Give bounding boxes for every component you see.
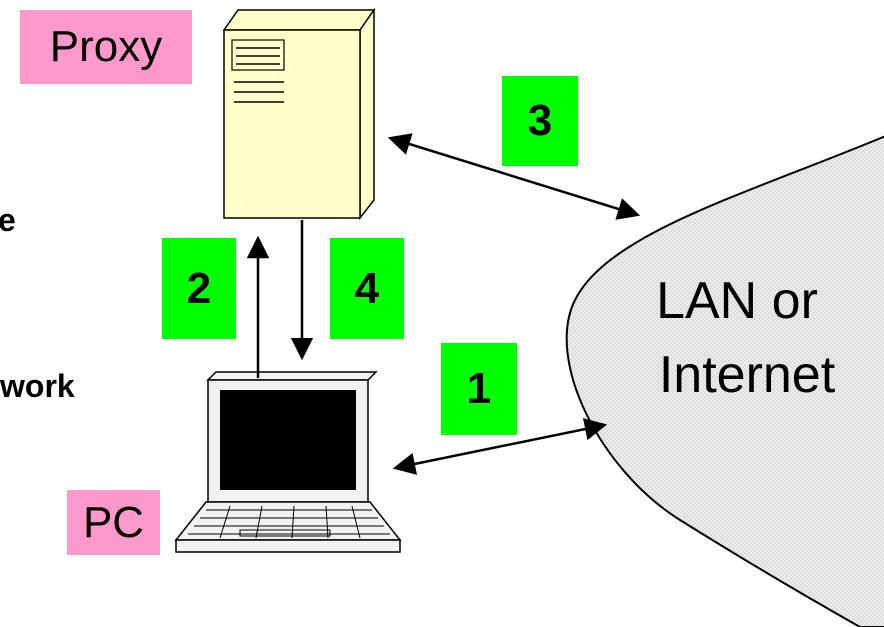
cloud-label-line-2: Internet	[658, 346, 836, 404]
proxy-label: Proxy	[20, 10, 192, 84]
step-1-badge: 1	[441, 343, 517, 435]
cloud-label-line-1: LAN or	[656, 272, 818, 330]
arrow-step-3	[387, 133, 641, 220]
pc-label: PC	[67, 490, 160, 555]
step-3-badge: 3	[502, 76, 578, 166]
arrow-step-1	[392, 418, 608, 475]
proxy-server-icon	[222, 7, 376, 221]
step-2-badge: 2	[162, 238, 236, 339]
clipped-text-fragment: work	[0, 368, 75, 404]
clipped-text-fragment: e	[0, 202, 16, 238]
step-4-badge: 4	[330, 238, 404, 339]
pc-laptop-icon	[174, 371, 402, 553]
network-cloud	[565, 135, 884, 627]
